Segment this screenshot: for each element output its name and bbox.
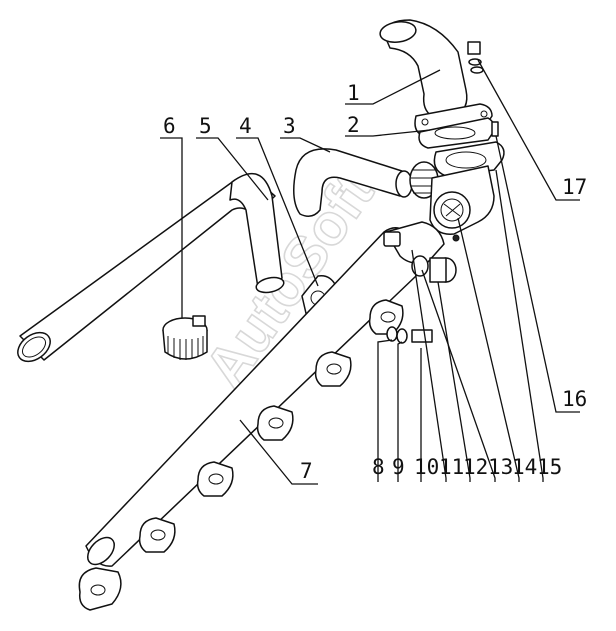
- part-5-bent-hose: [229, 172, 285, 294]
- part-14-housing: [429, 165, 495, 242]
- part-9-nut: [396, 328, 408, 344]
- callout-9: 9: [392, 455, 405, 479]
- callout-13: 13: [488, 455, 513, 479]
- callout-8: 8: [372, 455, 385, 479]
- part-12-plug: [429, 257, 457, 283]
- callout-2: 2: [347, 113, 360, 137]
- callout-16: 16: [562, 387, 587, 411]
- part-6-long-pipe: [17, 175, 276, 363]
- callout-10: 10: [414, 455, 439, 479]
- callout-1: 1: [347, 81, 360, 105]
- callout-12: 12: [463, 455, 488, 479]
- callout-5: 5: [199, 114, 212, 138]
- callout-7: 7: [300, 459, 313, 483]
- part-16-stud: [491, 121, 499, 137]
- part-2-gasket: [418, 117, 495, 149]
- part-11-fitting: [383, 221, 445, 264]
- leader-lines: [160, 59, 580, 485]
- callout-4: 4: [239, 114, 252, 138]
- hose-clamp-left: [162, 315, 208, 360]
- callout-14: 14: [512, 455, 537, 479]
- callout-15: 15: [537, 455, 562, 479]
- callout-6: 6: [163, 114, 176, 138]
- part-13-sensor: [411, 255, 429, 277]
- callout-11: 11: [439, 455, 464, 479]
- callout-17: 17: [562, 175, 587, 199]
- part-17-bolt: [467, 41, 484, 74]
- callout-labels: 1 2 3 4 5 6 7 8 9 10 11 12 13 14 15 16 1…: [163, 81, 587, 483]
- part-1-elbow-pipe: [379, 19, 493, 137]
- part-10-bolt: [411, 329, 433, 343]
- callout-3: 3: [283, 114, 296, 138]
- part-8-washer: [386, 326, 398, 342]
